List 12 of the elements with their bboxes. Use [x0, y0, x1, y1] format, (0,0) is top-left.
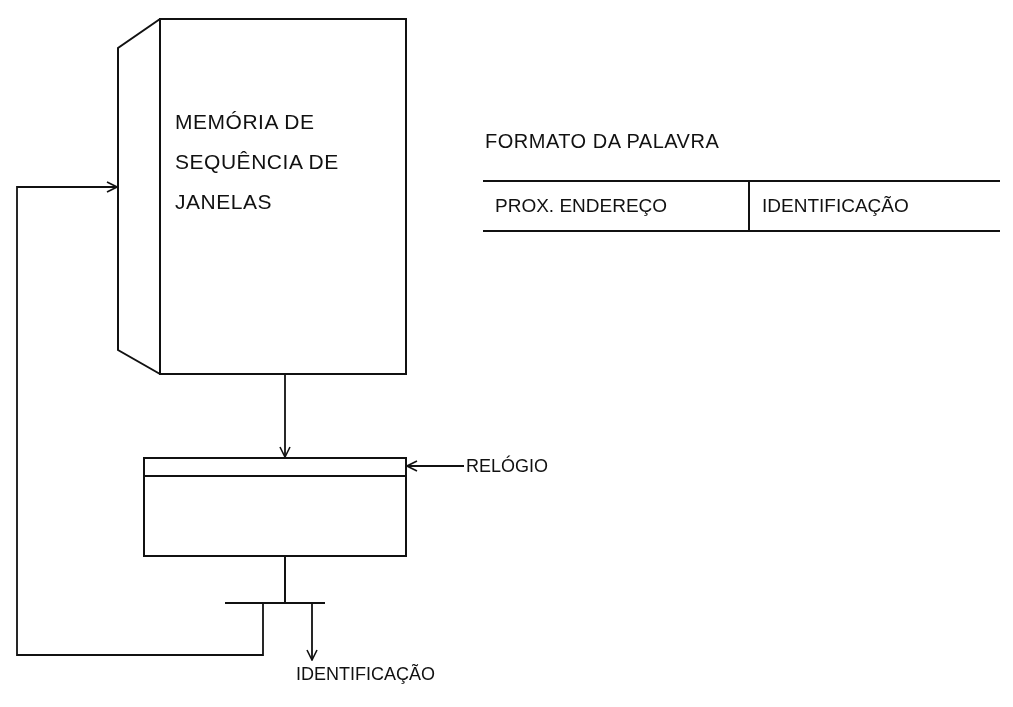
- memory-block: [117, 18, 407, 375]
- arrow: [284, 556, 318, 661]
- register-box: [143, 457, 407, 557]
- table-cell-text: IDENTIFICAÇÃO: [761, 193, 910, 218]
- table-cell: PROX. ENDEREÇO: [483, 182, 750, 230]
- arrow: [16, 181, 286, 656]
- arrow: [279, 374, 291, 458]
- signal-label: RELÓGIO: [466, 456, 549, 476]
- table-heading: FORMATO DA PALAVRA: [485, 129, 720, 154]
- memory-label: MEMÓRIA DE SEQUÊNCIA DE JANELAS: [175, 109, 340, 215]
- signal-label: IDENTIFICAÇÃO: [296, 664, 435, 684]
- arrow: [406, 460, 465, 472]
